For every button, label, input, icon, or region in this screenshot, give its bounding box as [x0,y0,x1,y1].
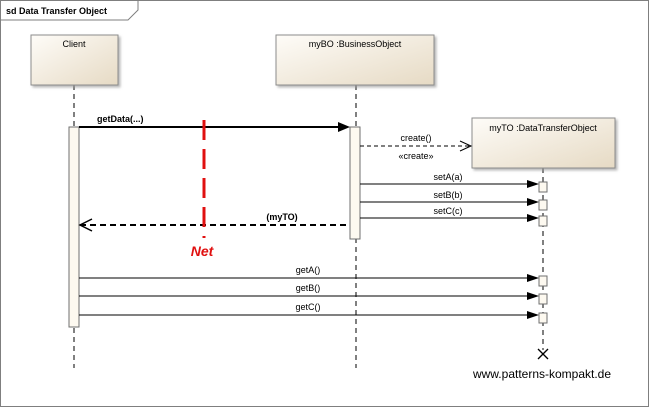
message-set-a-label: setA(a) [433,172,462,182]
client-activation-bar [68,126,80,328]
message-get-a[interactable]: getA() [79,265,539,282]
message-set-c-label: setC(c) [434,206,463,216]
filled-arrowhead-icon [527,274,539,282]
transfer-object-activation-set-b [538,199,548,211]
message-create-label: create() [400,133,431,143]
filled-arrowhead-icon [527,180,539,188]
message-return-my-to[interactable]: (myTO) [78,212,350,232]
message-create-stereotype: «create» [398,151,433,161]
client-lifeline-head[interactable]: Client [30,34,119,86]
frame-title: sd Data Transfer Object [6,6,107,16]
message-set-a[interactable]: setA(a) [360,172,539,188]
transfer-object-activation-set-a [538,181,548,193]
client-title: Client [62,39,86,49]
message-get-data[interactable]: getData(...) [79,114,350,132]
net-label: Net [191,243,215,259]
destroy-icon [537,348,549,360]
message-return-label: (myTO) [266,212,297,222]
transfer-object-activation-get-b [538,293,548,305]
filled-arrowhead-icon [527,198,539,206]
message-set-c[interactable]: setC(c) [360,206,539,222]
open-arrowhead-icon [459,140,473,152]
business-object-lifeline-head[interactable]: myBO :BusinessObject [275,34,435,86]
message-get-b[interactable]: getB() [79,283,539,300]
transfer-object-lifeline-head[interactable]: myTO :DataTransferObject [471,117,616,169]
message-get-data-label: getData(...) [97,114,144,124]
business-object-title: myBO :BusinessObject [309,39,402,49]
filled-arrowhead-icon [527,311,539,319]
filled-arrowhead-icon [527,292,539,300]
transfer-object-activation-set-c [538,215,548,227]
message-get-b-label: getB() [296,283,321,293]
message-get-c-label: getC() [295,302,320,312]
watermark-url: www.patterns-kompakt.de [472,367,611,381]
frame-title-tab [0,0,139,21]
message-get-a-label: getA() [296,265,321,275]
transfer-object-title: myTO :DataTransferObject [489,123,597,133]
message-create[interactable]: create() «create» [360,133,473,161]
transfer-object-activation-get-c [538,312,548,324]
open-arrowhead-icon [78,218,93,232]
business-object-activation-bar [349,126,361,240]
transfer-object-activation-get-a [538,275,548,287]
message-set-b[interactable]: setB(b) [360,190,539,206]
filled-arrowhead-icon [527,214,539,222]
filled-arrowhead-icon [338,122,350,132]
message-set-b-label: setB(b) [433,190,462,200]
message-get-c[interactable]: getC() [79,302,539,319]
